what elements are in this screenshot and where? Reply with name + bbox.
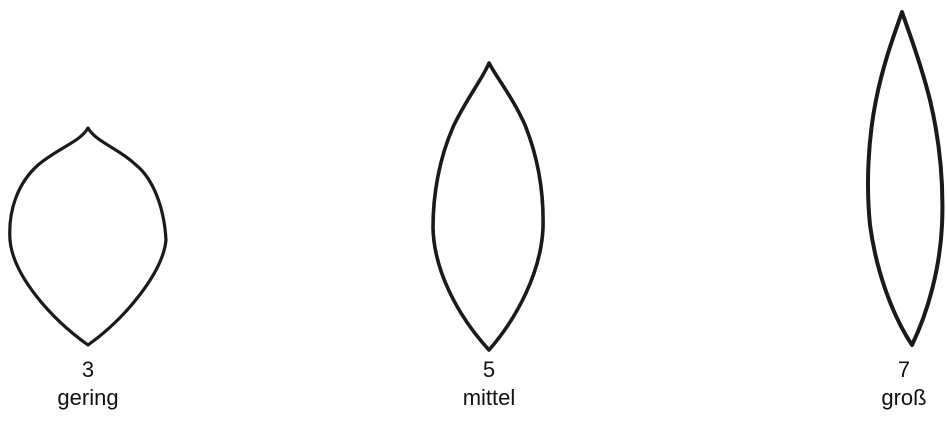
score-label: groß xyxy=(804,384,947,412)
leaf-shape-5: 5 mittel xyxy=(389,0,589,421)
score-value: 5 xyxy=(389,356,589,384)
leaf-shape-7: 7 groß xyxy=(804,0,947,421)
leaf-shape-3: 3 gering xyxy=(0,0,188,421)
caption-3: 3 gering xyxy=(0,356,188,412)
score-value: 7 xyxy=(804,356,947,384)
leaf-outline-medium xyxy=(389,0,589,350)
leaf-outline-broad xyxy=(0,0,188,350)
score-value: 3 xyxy=(0,356,188,384)
score-label: gering xyxy=(0,384,188,412)
score-label: mittel xyxy=(389,384,589,412)
caption-7: 7 groß xyxy=(804,356,947,412)
leaf-outline-narrow xyxy=(804,0,947,350)
caption-5: 5 mittel xyxy=(389,356,589,412)
